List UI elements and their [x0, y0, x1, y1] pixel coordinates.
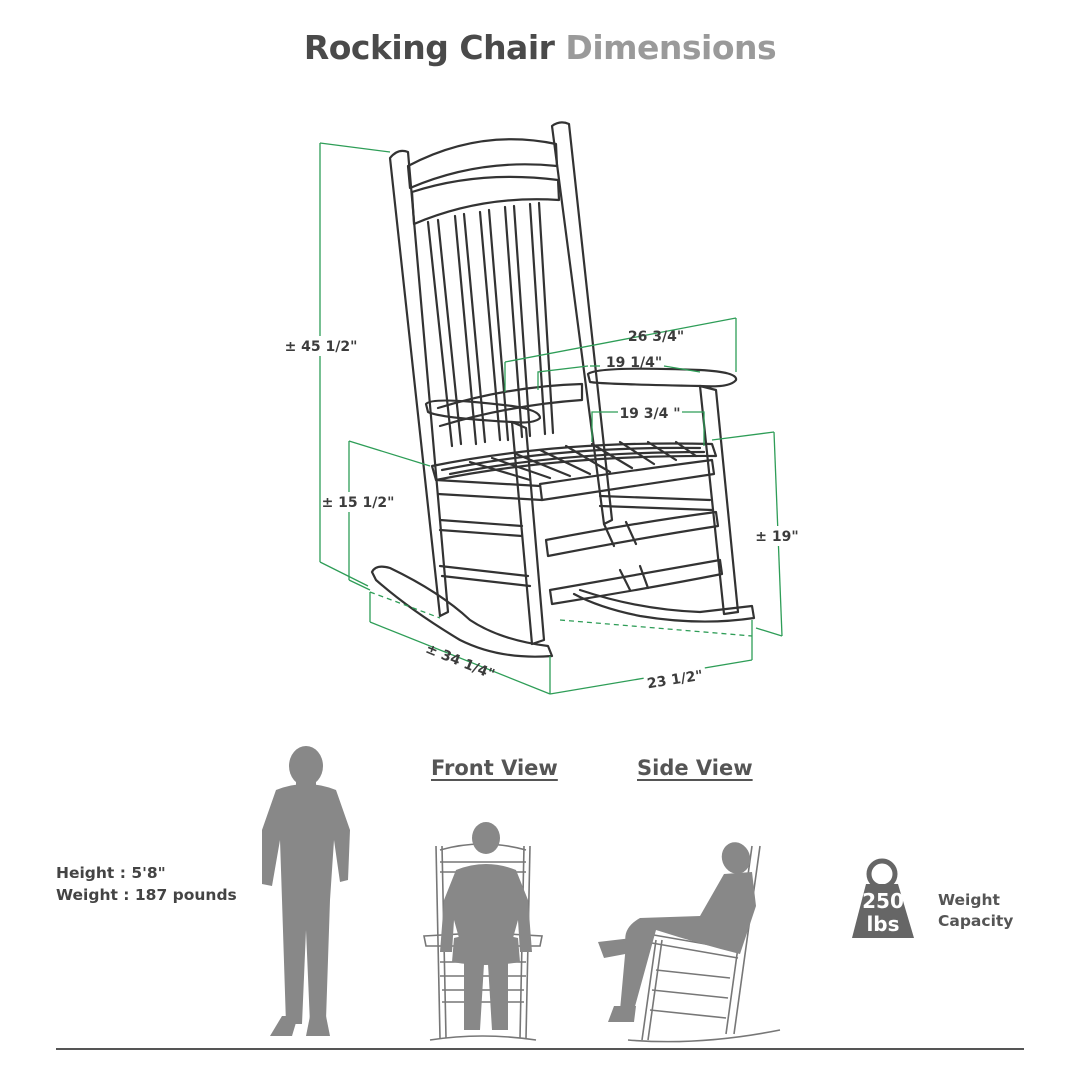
label-seat-width: 19 3/4 "	[619, 406, 680, 422]
label-total-height: ± 45 1/2"	[285, 339, 358, 355]
person-height: Height : 5'8"	[56, 864, 166, 882]
person-weight: Weight : 187 pounds	[56, 886, 237, 904]
label-arm-height: ± 19"	[755, 529, 798, 545]
weight-capacity-unit: lbs	[866, 912, 899, 936]
person-info: Height : 5'8" Weight : 187 pounds	[56, 862, 237, 906]
person-silhouette	[262, 746, 350, 1036]
title-part-2: Dimensions	[565, 28, 777, 67]
front-view-illustration	[423, 822, 543, 1041]
label-inner-width: 19 1/4"	[606, 355, 662, 371]
side-view-title: Side View	[637, 756, 753, 780]
label-seat-height: ± 15 1/2"	[322, 495, 395, 511]
weight-capacity-icon: 250 lbs	[852, 858, 914, 938]
rocking-chair-drawing	[370, 121, 756, 658]
dimension-lines	[319, 142, 783, 695]
weight-capacity-label: Weight Capacity	[938, 890, 1013, 932]
weight-capacity-value: 250	[862, 889, 904, 913]
front-view-title: Front View	[431, 756, 558, 780]
label-overall-width: 26 3/4"	[628, 329, 684, 345]
page-title: Rocking Chair Dimensions	[0, 28, 1080, 67]
weight-capacity-label-line2: Capacity	[938, 912, 1014, 930]
side-view-illustration	[598, 842, 781, 1043]
label-depth: ± 34 1/4"	[423, 641, 497, 683]
weight-capacity-label-line1: Weight	[938, 891, 1000, 909]
title-part-1: Rocking Chair	[303, 28, 555, 67]
